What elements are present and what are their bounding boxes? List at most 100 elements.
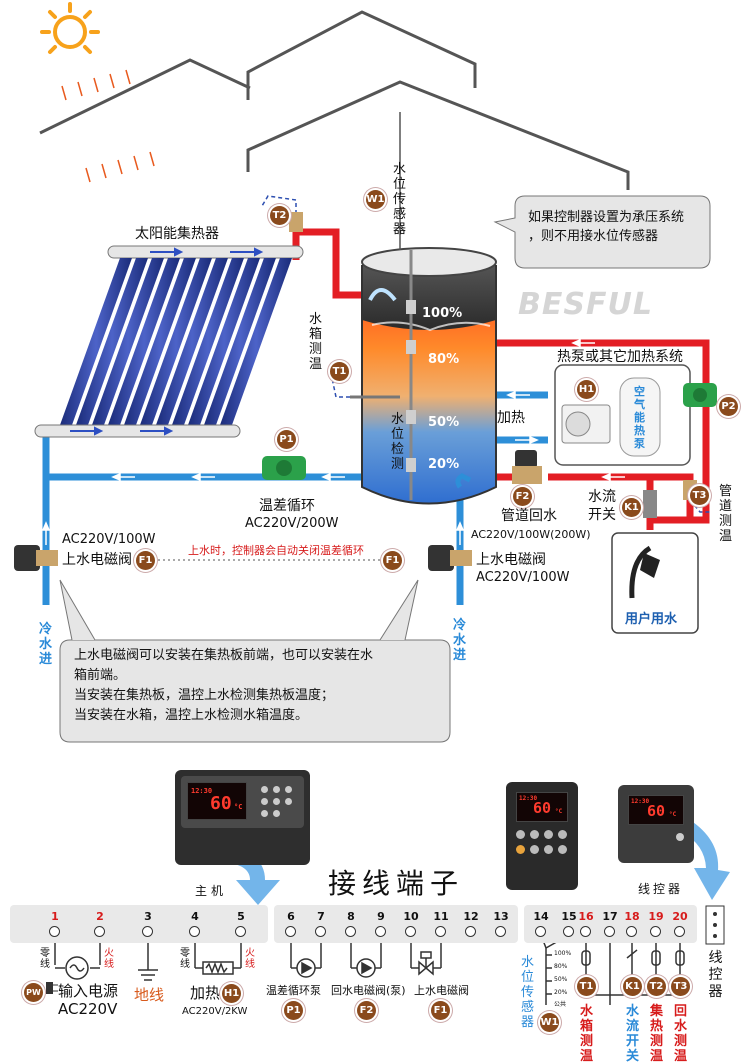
- flow-switch-k1-icon: [643, 490, 657, 518]
- terminal-screw-1[interactable]: [49, 926, 60, 937]
- badge-t2: T2: [270, 206, 289, 225]
- valve-right-name: 上水电磁阀: [476, 552, 546, 568]
- badge-t2-wiring: T2: [647, 977, 666, 996]
- inlet-valve-label: 上水电磁阀: [414, 984, 469, 997]
- heatpump-unit-icon: [561, 377, 661, 457]
- brand-logo: BESFUL: [518, 287, 653, 322]
- badge-t1-wiring: T1: [577, 977, 596, 996]
- terminal-screw-3[interactable]: [142, 926, 153, 937]
- sun-icon: [40, 2, 100, 54]
- ground-label: 地线: [134, 986, 165, 1004]
- note-red: 上水时，控制器会自动关闭温差循环: [188, 544, 364, 557]
- terminal-num-9: 9: [377, 910, 385, 923]
- heater-label: 加热: [190, 984, 221, 1002]
- terminal-num-10: 10: [403, 910, 419, 923]
- sensor-level-100: 100%: [554, 950, 572, 957]
- terminal-screw-5[interactable]: [235, 926, 246, 937]
- terminal-screw-18[interactable]: [626, 926, 637, 937]
- badge-t3-wiring: T3: [671, 977, 690, 996]
- terminal-screw-15[interactable]: [563, 926, 574, 937]
- wire-controller-display: 12:30 60 °C: [628, 795, 684, 825]
- shower-icon: [629, 545, 660, 599]
- terminal-screw-11[interactable]: [435, 926, 446, 937]
- wiring-tank-temp: 水箱测温: [579, 1004, 593, 1064]
- panel-controller-device: 12:30 60 °C: [506, 782, 578, 890]
- terminal-num-5: 5: [237, 910, 245, 923]
- wire-controller-device: 12:30 60 °C: [618, 785, 694, 863]
- badge-w1-wiring: W1: [540, 1013, 559, 1032]
- level-80: 80%: [428, 352, 460, 367]
- valve-right-power: AC220V/100W: [476, 570, 570, 585]
- arrow-wire-controller: [682, 820, 730, 900]
- wiring-return-temp: 回水测温: [673, 1004, 687, 1064]
- terminal-screw-16[interactable]: [580, 926, 591, 937]
- return-valve-label: 回水电磁阀(泵): [331, 984, 406, 997]
- terminal-num-17: 17: [602, 910, 618, 923]
- house-outline: [39, 10, 630, 190]
- terminal-num-2: 2: [96, 910, 104, 923]
- heatpump-title: 热泵或其它加热系统: [557, 349, 683, 365]
- terminal-num-11: 11: [433, 910, 449, 923]
- terminal-screw-19[interactable]: [650, 926, 661, 937]
- terminal-num-20: 20: [672, 910, 688, 923]
- tank-level-detect-label: 水位检测: [390, 412, 404, 472]
- main-unit-display: 12:30 60 °C: [187, 782, 247, 820]
- badge-w1: W1: [366, 190, 385, 209]
- badge-f1-right: F1: [383, 551, 402, 570]
- sunlight-arrows: [61, 69, 155, 183]
- wire-controller-button[interactable]: [676, 833, 684, 841]
- terminal-screw-2[interactable]: [94, 926, 105, 937]
- terminal-screw-7[interactable]: [315, 926, 326, 937]
- badge-f1-wiring: F1: [431, 1001, 450, 1020]
- badge-k1: K1: [622, 498, 641, 517]
- power-input-label: 输入电源: [58, 982, 119, 1000]
- terminal-num-1: 1: [51, 910, 59, 923]
- terminal-num-4: 4: [191, 910, 199, 923]
- wiring-collector-temp: 集热测温: [649, 1004, 663, 1064]
- terminal-screw-8[interactable]: [345, 926, 356, 937]
- terminal-screw-6[interactable]: [285, 926, 296, 937]
- badge-p1: P1: [277, 430, 296, 449]
- level-50: 50%: [428, 415, 460, 430]
- sensor-level-common: 公共: [554, 1001, 567, 1008]
- valve-left-name: 上水电磁阀: [62, 552, 132, 568]
- pump-p2-icon: [683, 383, 717, 407]
- water-level-sensor-label: 水位传感器: [392, 162, 406, 237]
- terminal-num-3: 3: [144, 910, 152, 923]
- live-label-5: 火线: [245, 948, 255, 970]
- pipe-return-label: 管道回水: [501, 508, 557, 524]
- terminal-num-16: 16: [578, 910, 594, 923]
- terminal-screw-17[interactable]: [604, 926, 615, 937]
- level-20: 20%: [428, 457, 460, 472]
- valve-left-power: AC220V/100W: [62, 532, 156, 547]
- badge-t3: T3: [690, 486, 709, 505]
- terminal-screw-10[interactable]: [405, 926, 416, 937]
- cold-in-left: 冷水进: [38, 622, 52, 667]
- pipe-temp-label: 管道测温: [718, 484, 732, 544]
- terminal-screw-12[interactable]: [465, 926, 476, 937]
- sensor-t2-probe: [289, 212, 303, 232]
- terminal-screw-4[interactable]: [189, 926, 200, 937]
- flow-arrows: [41, 338, 625, 545]
- terminal-panel-2: [274, 905, 518, 943]
- terminal-screw-9[interactable]: [375, 926, 386, 937]
- badge-f2-wiring: F2: [357, 1001, 376, 1020]
- panel-controller-buttons[interactable]: [516, 830, 568, 858]
- terminal-screw-14[interactable]: [535, 926, 546, 937]
- wiring-title: 接线端子: [328, 867, 465, 900]
- terminal-num-13: 13: [493, 910, 509, 923]
- terminal-num-19: 19: [648, 910, 664, 923]
- main-unit-buttons[interactable]: [259, 784, 297, 818]
- heating-label: 加热: [497, 410, 525, 426]
- terminal-screw-13[interactable]: [495, 926, 506, 937]
- callout-main-box: [59, 639, 451, 743]
- pump-p1-icon: [262, 456, 306, 480]
- pipe-return-power: AC220V/100W(200W): [471, 528, 591, 541]
- terminal-screw-20[interactable]: [674, 926, 685, 937]
- wire-controller-vertical-label: 线控器: [708, 950, 723, 1000]
- wiring-water-level-sensor: 水位传感器: [520, 955, 534, 1030]
- badge-k1-wiring: K1: [623, 977, 642, 996]
- wire-controller-label: 线控器: [638, 882, 684, 896]
- pump-label: 温差循环泵: [266, 984, 321, 997]
- callout-main-text: 上水电磁阀可以安装在集热板前端，也可以安装在水 箱前端。 当安装在集热板，温控上…: [74, 648, 374, 723]
